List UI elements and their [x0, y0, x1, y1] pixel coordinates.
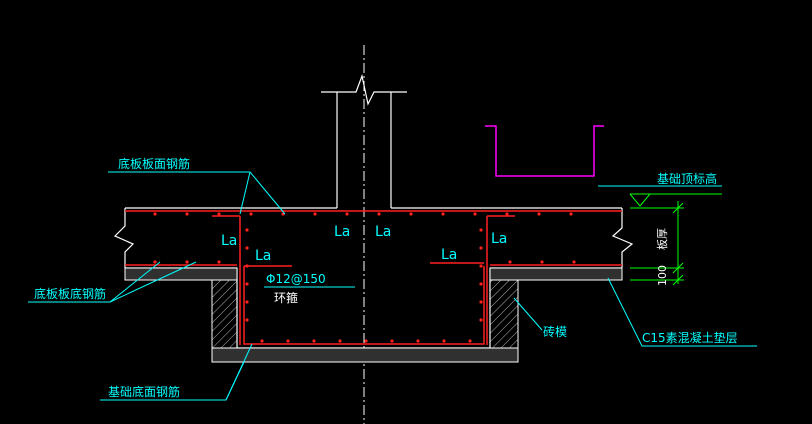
rebar-dot — [245, 300, 249, 304]
rebar-group — [125, 210, 622, 345]
rebar-dot — [409, 212, 413, 216]
rebar-dot — [185, 212, 189, 216]
sump-pit-outline — [485, 125, 604, 177]
rebar-dot — [245, 282, 249, 286]
rebar-dot — [313, 212, 317, 216]
rebar-dot — [217, 260, 221, 264]
dim-thickness-text: 板厚 — [655, 228, 669, 250]
rebar-dot — [364, 339, 368, 343]
rebar-dot — [416, 339, 420, 343]
rebar-dot — [479, 318, 483, 322]
rebar-dot — [260, 339, 264, 343]
rebar-dot — [245, 246, 249, 250]
rebar-dot — [479, 228, 483, 232]
rebar-dot — [245, 264, 249, 268]
la-label-3: La — [334, 224, 350, 240]
rebar-dot — [338, 339, 342, 343]
la-label-2: La — [255, 248, 271, 264]
foundation-bottom-rebar — [243, 266, 485, 345]
label-stirrup-spec: Φ12@150 — [266, 272, 326, 286]
la-label-4: La — [375, 224, 391, 240]
rebar-dot — [249, 212, 253, 216]
rebar-dot — [479, 264, 483, 268]
rebar-dot — [537, 212, 541, 216]
rebar-dot — [540, 260, 544, 264]
rebar-dot — [153, 260, 157, 264]
rebar-dot — [468, 339, 472, 343]
rebar-dot — [508, 260, 512, 264]
rebar-dots — [153, 212, 576, 343]
rebar-dot — [245, 318, 249, 322]
rebar-dot — [217, 212, 221, 216]
column-stub — [321, 73, 407, 208]
c15-cushion-layer — [124, 267, 623, 363]
rebar-dot — [377, 212, 381, 216]
rebar-dot — [572, 260, 576, 264]
rebar-dot — [441, 212, 445, 216]
la-label-1: La — [221, 233, 237, 249]
rebar-dot — [442, 339, 446, 343]
label-brick-mold: 砖模 — [543, 324, 567, 339]
rebar-dot — [185, 260, 189, 264]
dim-100-text: 100 — [656, 265, 669, 286]
rebar-dot — [505, 212, 509, 216]
label-c15-cushion: C15素混凝土垫层 — [642, 330, 738, 345]
elevation-symbol — [629, 193, 722, 207]
rebar-dot — [312, 339, 316, 343]
label-foundation-top-elevation: 基础顶标高 — [657, 171, 717, 186]
rebar-dot — [390, 339, 394, 343]
rebar-dot — [345, 212, 349, 216]
rebar-dot — [473, 212, 477, 216]
label-slab-bottom-rebar: 底板板底钢筋 — [34, 286, 106, 301]
label-foundation-bottom-rebar: 基础底面钢筋 — [108, 384, 180, 399]
brick-mold-wall — [211, 279, 519, 349]
rebar-dot — [245, 228, 249, 232]
rebar-dot — [286, 339, 290, 343]
rebar-dot — [569, 212, 573, 216]
rebar-dot — [153, 212, 157, 216]
dimension-lines — [630, 201, 684, 286]
la-label-6: La — [491, 231, 507, 247]
label-stirrup-name: 环箍 — [274, 290, 298, 305]
label-slab-top-rebar: 底板板面钢筋 — [118, 156, 190, 171]
rebar-dot — [479, 282, 483, 286]
rebar-dot — [479, 246, 483, 250]
leader-lines — [28, 171, 757, 401]
la-label-5: La — [441, 247, 457, 263]
rebar-dot — [479, 300, 483, 304]
